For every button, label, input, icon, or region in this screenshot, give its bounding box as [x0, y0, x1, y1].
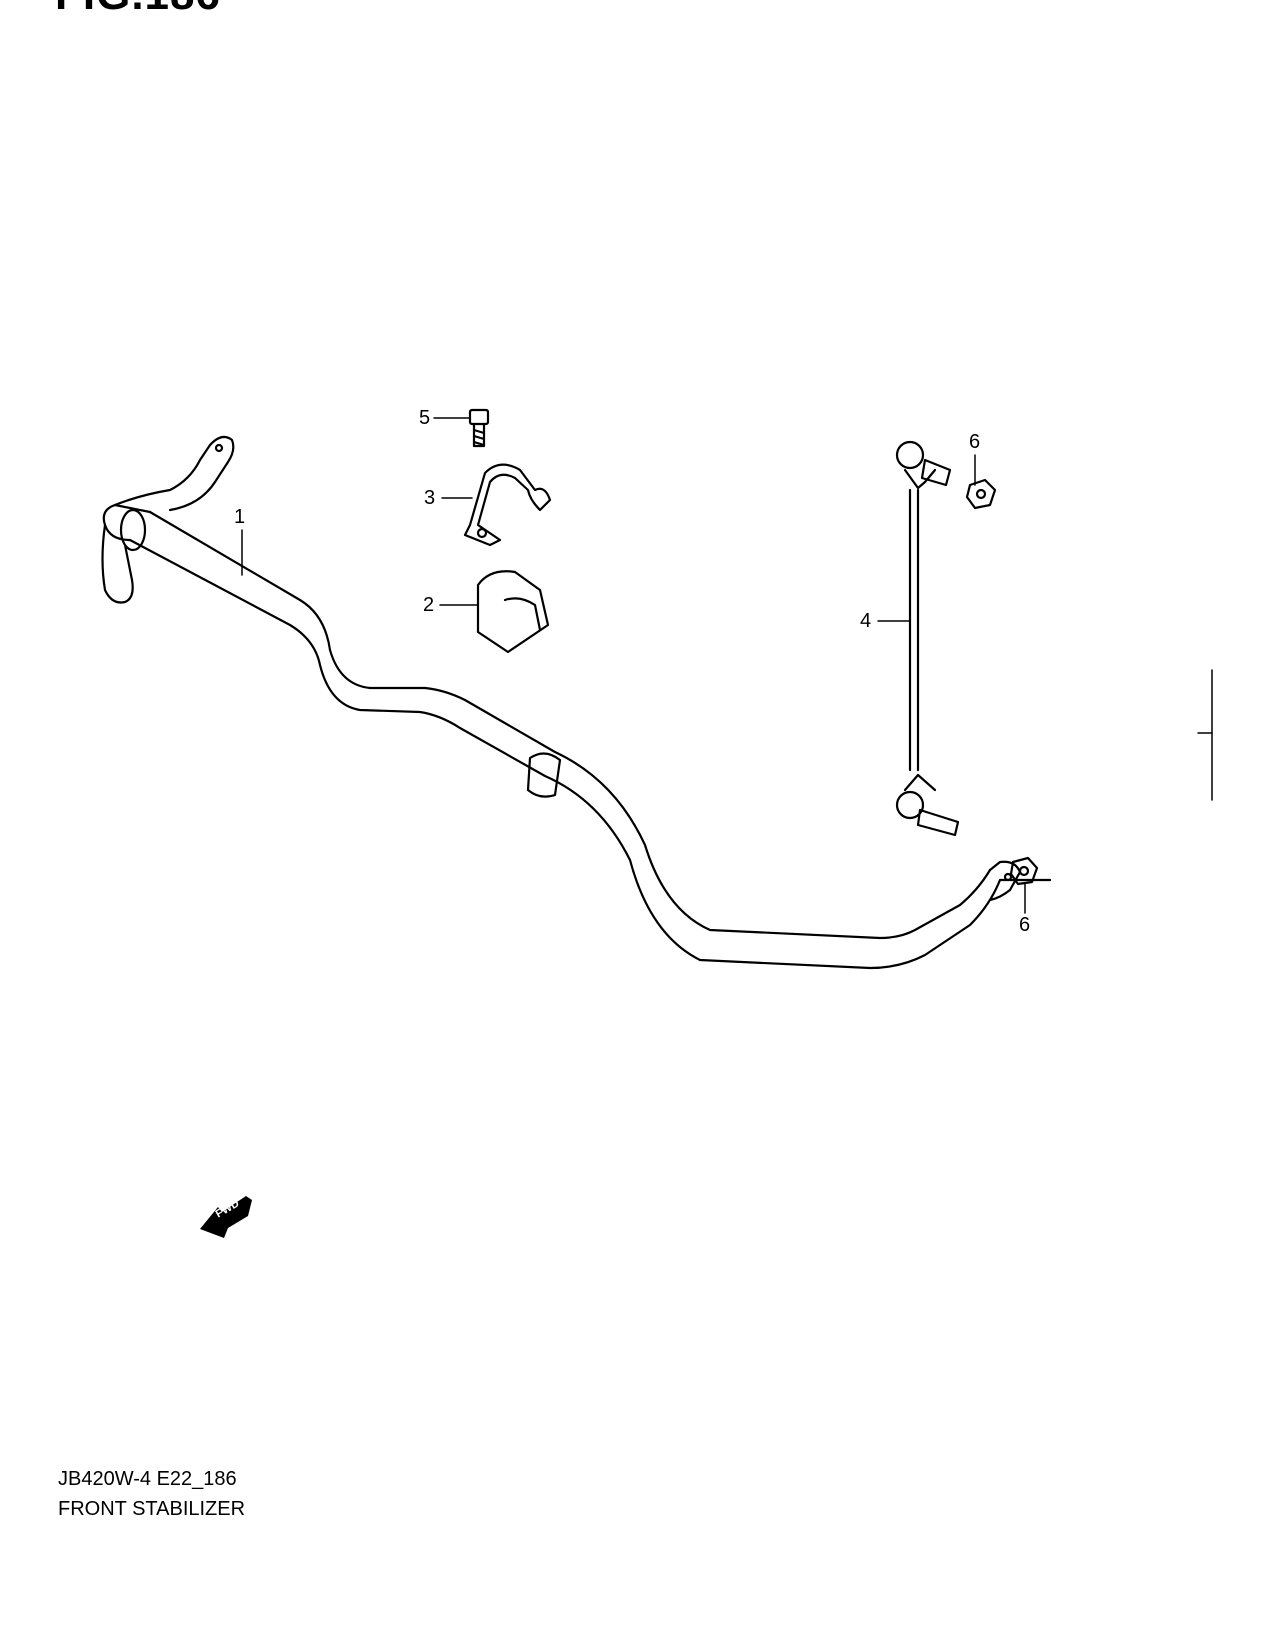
leader-lines [241, 417, 1213, 914]
callout-1: 1 [234, 506, 246, 528]
stabilizer-bar [101, 435, 1052, 970]
bracket [463, 463, 552, 547]
diagram-caption: FRONT STABILIZER [58, 1498, 246, 1520]
figure-title: FIG.186 [55, 0, 221, 20]
callout-2: 2 [423, 594, 435, 616]
diagram-code: JB420W-4 E22_186 [58, 1468, 237, 1490]
callout-6: 6 [969, 431, 981, 453]
callout-4: 4 [860, 610, 872, 632]
fwd-arrow-icon [200, 1196, 252, 1238]
bolt [468, 408, 490, 448]
callout-3: 3 [424, 487, 436, 509]
bush [476, 570, 550, 654]
nut [1009, 856, 1039, 886]
nut [965, 478, 997, 510]
callout-6-lower: 6 [1019, 914, 1031, 936]
stabilizer-joint [895, 440, 960, 837]
callout-5: 5 [419, 407, 431, 429]
